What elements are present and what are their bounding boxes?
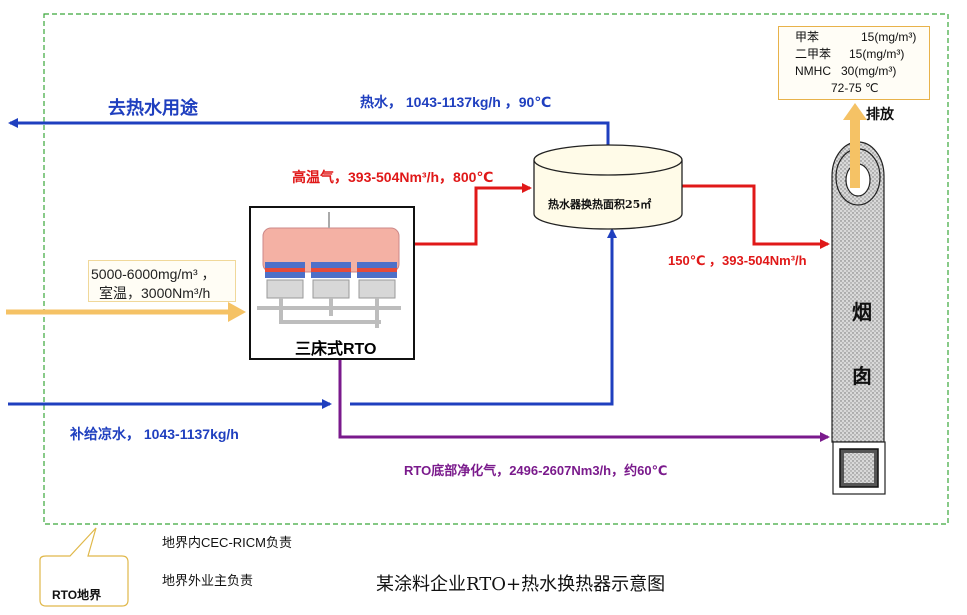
cold-water-label: 补给凉水， 1043-1137kg/h bbox=[70, 426, 239, 442]
inlet-arrowhead bbox=[228, 302, 246, 322]
chimney-label-char1: 烟 bbox=[852, 302, 872, 324]
rto-unit: 三床式RTO bbox=[249, 206, 415, 360]
boundary-callout-bubble bbox=[39, 527, 129, 607]
hot-water-line bbox=[8, 118, 610, 152]
hot-water-use-label: 去热水用途 bbox=[108, 98, 198, 118]
legend-inside: 地界内CEC-RICM负责 bbox=[162, 535, 292, 550]
emission-value: 30(mg/m³) bbox=[841, 64, 897, 78]
emission-name: NMHC bbox=[795, 64, 831, 78]
chimney-label-char2: 囱 bbox=[852, 366, 872, 388]
legend-outside: 地界外业主负责 bbox=[162, 573, 254, 588]
exchanger-to-chimney-line bbox=[682, 184, 830, 249]
hot-water-label: 热水， 1043-1137kg/h ，90℃ bbox=[360, 94, 552, 110]
rto-boundary bbox=[43, 13, 949, 525]
heat-exchanger bbox=[533, 144, 683, 230]
emission-value: 15(mg/m³) bbox=[849, 47, 905, 61]
diagram-title: 某涂料企业RTO+热水换热器示意图 bbox=[376, 574, 666, 595]
purge-gas-line bbox=[338, 360, 830, 442]
high-temp-gas-label: 高温气，393-504Nm³/h，800℃ bbox=[292, 169, 494, 185]
boundary-callout-label: RTO地界 bbox=[52, 588, 102, 602]
rto-illustration bbox=[257, 212, 401, 328]
discharge-arrow bbox=[843, 103, 867, 188]
discharge-label: 排放 bbox=[866, 106, 894, 122]
inlet-label-line1: 5000-6000mg/m³ ， bbox=[91, 266, 216, 282]
emission-value: 72-75 ℃ bbox=[831, 81, 879, 95]
inlet-label-line2: 室温，3000Nm³/h bbox=[99, 285, 211, 301]
emission-name: 甲苯 bbox=[795, 30, 820, 44]
emission-standards-box: 甲苯 15(mg/m³) 二甲苯 15(mg/m³) NMHC 30(mg/m³… bbox=[778, 26, 930, 100]
cold-water-to-exchanger-line bbox=[350, 228, 617, 406]
emission-name: 二甲苯 bbox=[795, 47, 832, 61]
emission-value: 15(mg/m³) bbox=[861, 30, 917, 44]
high-temp-gas-line bbox=[415, 183, 532, 246]
rto-label: 三床式RTO bbox=[295, 341, 377, 358]
after-exchanger-label: 150℃ ，393-504Nm³/h bbox=[668, 253, 807, 268]
heat-exchanger-label: 热水器换热面积25㎡ bbox=[548, 198, 652, 211]
inlet-label-box: 5000-6000mg/m³ ， 室温，3000Nm³/h bbox=[88, 260, 236, 302]
purge-gas-label: RTO底部净化气，2496-2607Nm3/h，约60℃ bbox=[404, 463, 668, 478]
